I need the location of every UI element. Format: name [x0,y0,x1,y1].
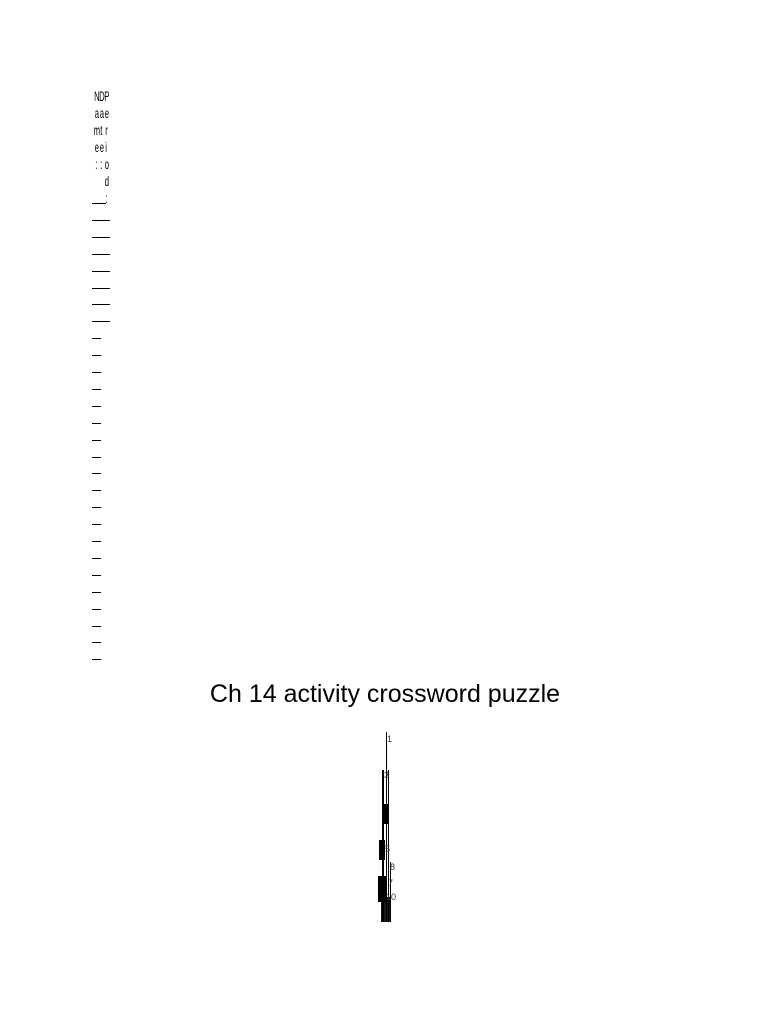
label-char: i [103,139,108,156]
answer-line [92,608,101,610]
label-char: N [94,88,100,104]
period-label: Period: [103,88,109,207]
crossword-cell [379,840,385,860]
page-title: Ch 14 activity crossword puzzle [209,680,561,708]
answer-line [92,659,101,661]
label-char: : [98,156,103,173]
crossword-cell [386,732,387,922]
answer-line [92,405,101,407]
answer-line [92,625,101,627]
label-char: m [93,122,100,138]
answer-line [92,524,101,526]
answer-line [92,304,110,306]
answer-line [92,439,101,441]
answer-line [92,574,101,576]
label-char: e [104,105,109,121]
label-char: a [99,105,104,121]
answer-line [92,236,110,238]
answer-line [92,642,101,644]
clue-number: 1 [387,734,393,744]
answer-line [92,490,101,492]
answer-line [92,270,110,272]
answer-line [92,321,110,323]
label-char: e [94,139,99,155]
answer-line [92,372,101,373]
crossword-cell [381,897,390,922]
answer-line [92,203,106,204]
answer-line [92,456,101,458]
crossword-cell [382,804,389,824]
label-char: e [99,139,104,155]
answer-line [92,591,101,593]
clue-number: 10 [386,892,397,902]
label-char: a [94,105,99,121]
answer-line [92,557,101,559]
answer-line [92,287,110,289]
answer-line [92,507,101,509]
answer-line [92,219,110,221]
clue-number: 8 [390,862,396,872]
label-char: t [98,122,103,139]
clue-number: 3 [384,770,390,780]
label-char: D [99,88,105,104]
label-char: : [103,190,108,207]
clue-number: 5 [385,844,391,854]
answer-line [92,541,101,542]
crossword-cell [388,770,389,922]
label-char: d [104,173,109,189]
crossword-grid: 1 3 5 8 7 10 [376,732,396,922]
answer-line [92,253,110,255]
answer-line [92,388,101,390]
crossword-cell [378,876,386,902]
clue-number: 7 [388,878,394,888]
answer-line [92,422,101,424]
label-char: o [104,156,109,172]
answer-line [92,473,101,475]
answer-line [92,338,101,340]
label-char: P [104,88,109,104]
label-char: : [93,156,98,173]
crossword-cell [390,862,391,922]
answer-line [92,355,101,357]
date-label: Date: [98,88,105,173]
label-char: r [103,122,108,139]
